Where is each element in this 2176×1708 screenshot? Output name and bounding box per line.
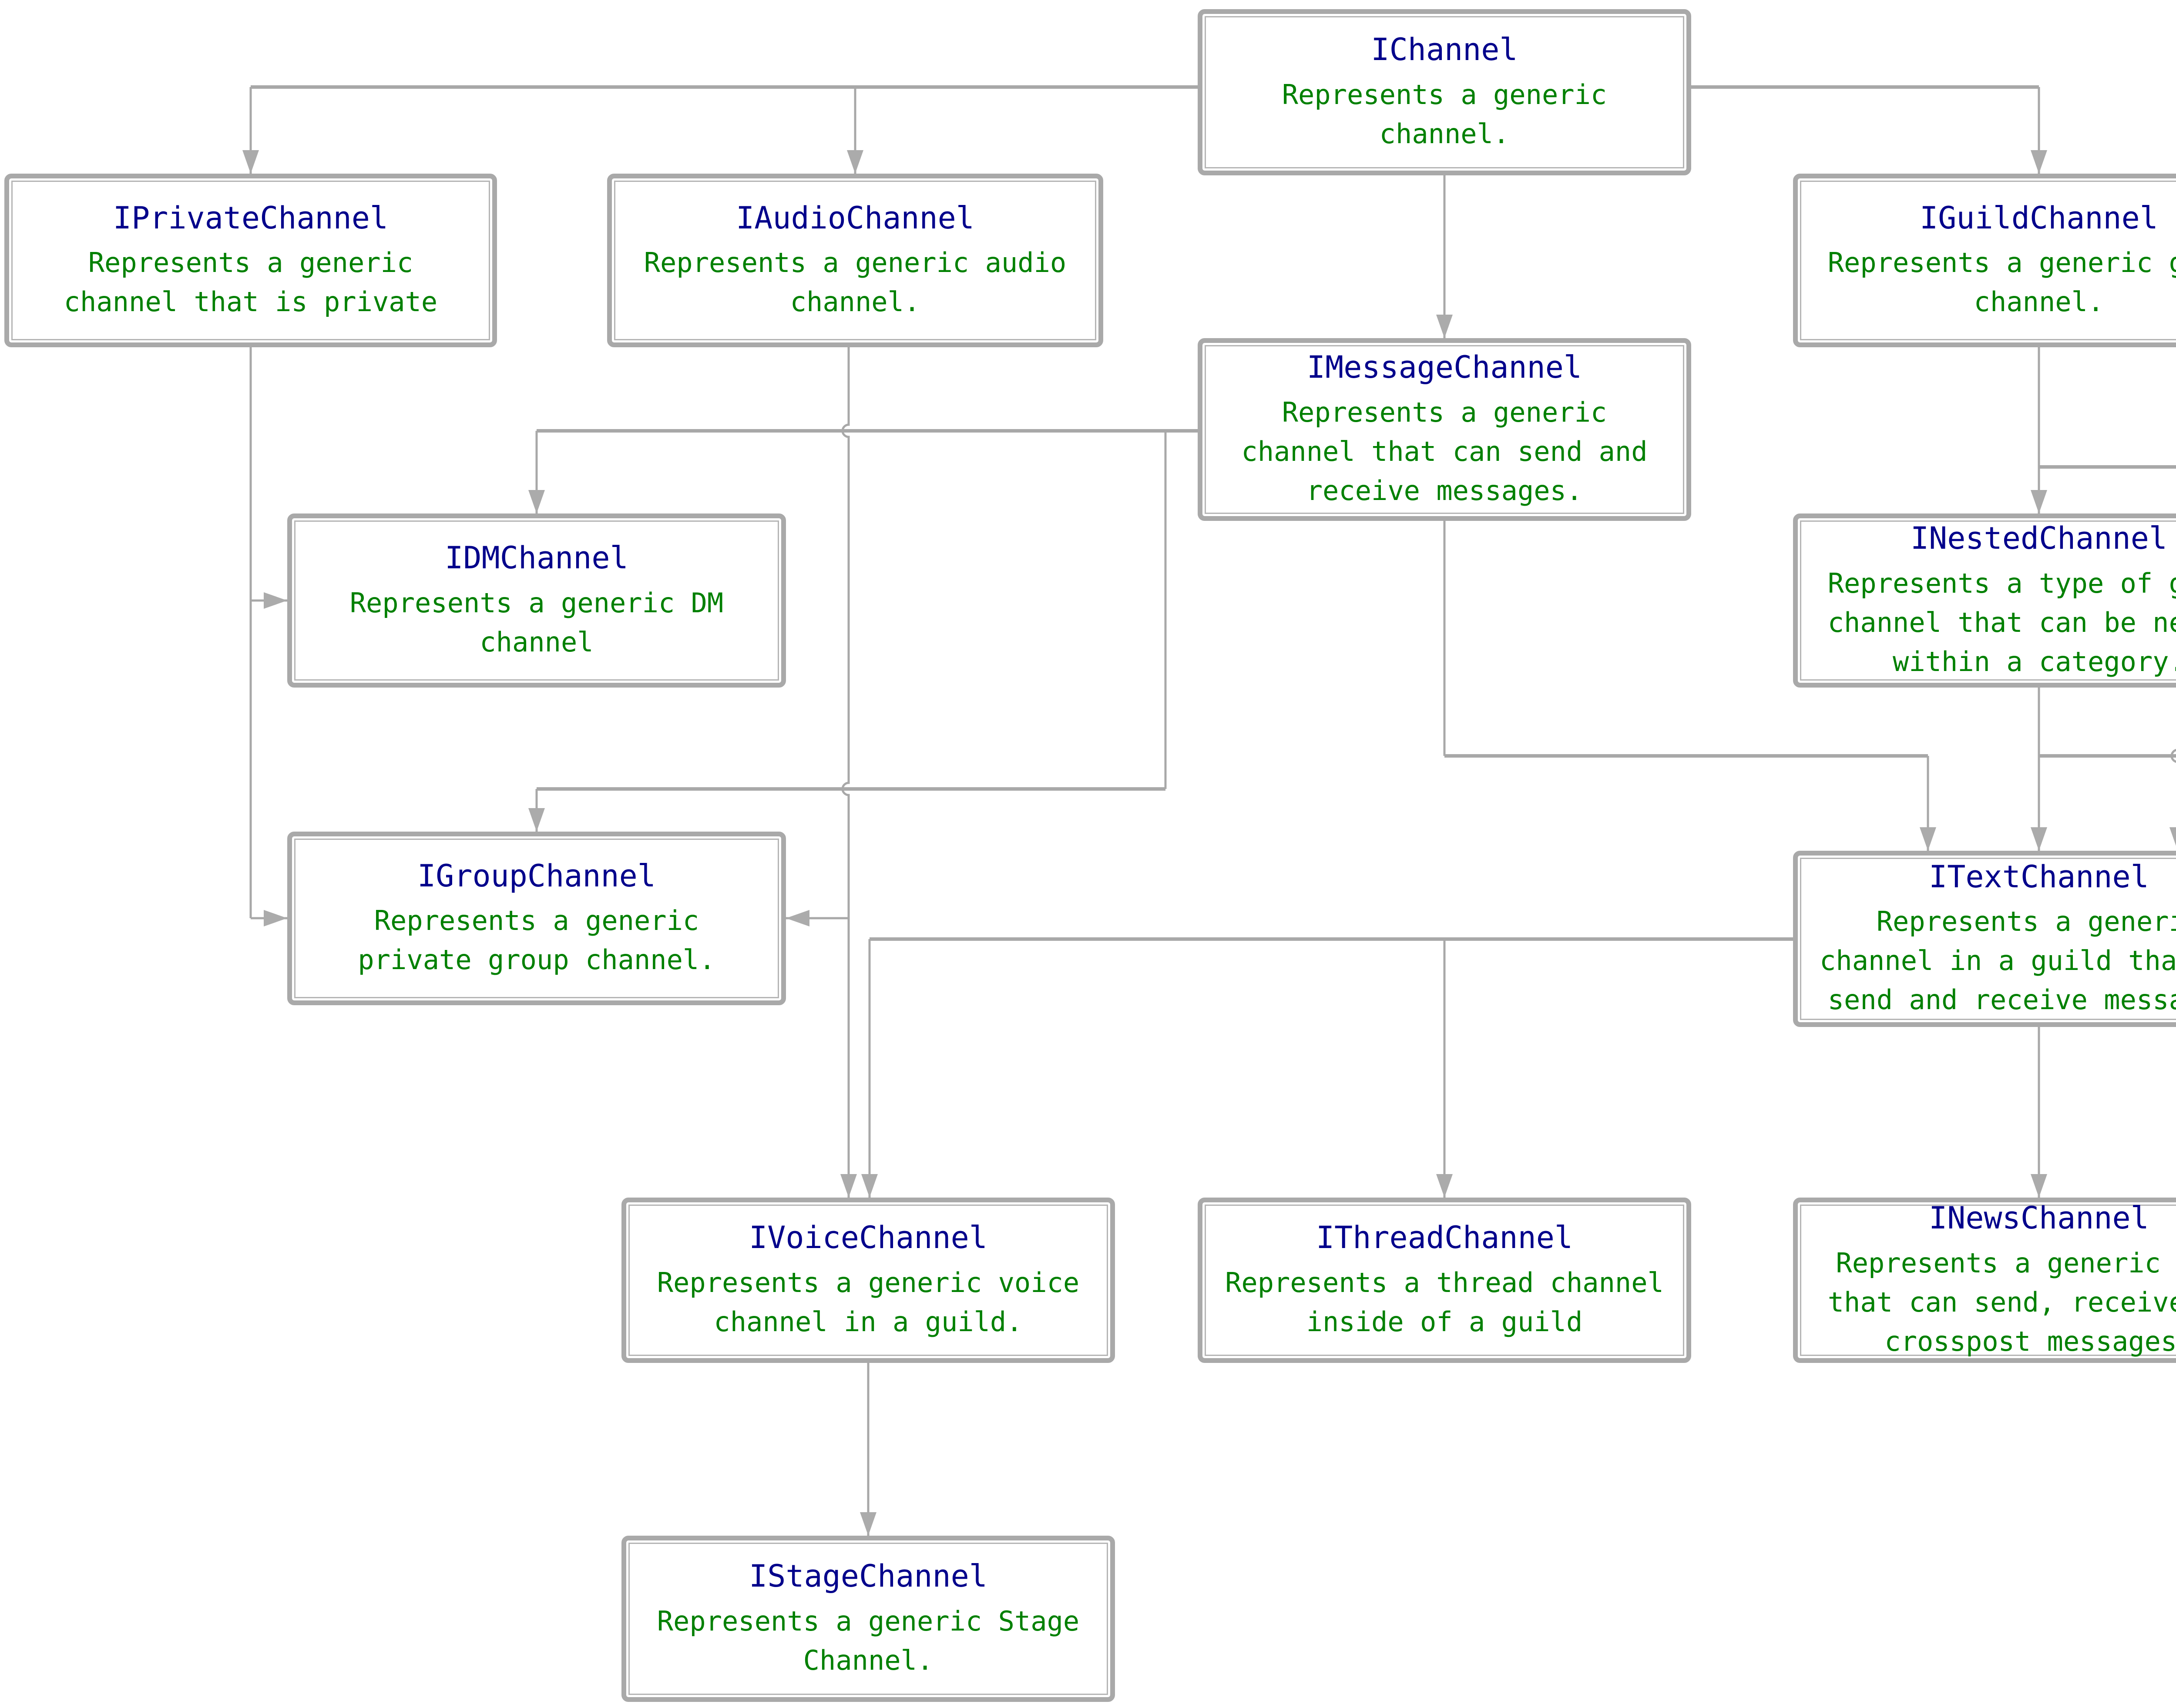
node-description: Represents a generic news that can send,…	[1827, 1247, 2176, 1357]
node-description: Represents a generic channel that can se…	[1241, 396, 1648, 507]
node-description: Represents a thread channel inside of a …	[1225, 1266, 1664, 1338]
node-description: Represents a generic voice channel in a …	[657, 1266, 1080, 1338]
node-title: IGroupChannel	[417, 858, 656, 894]
node-title: INewsChannel	[1929, 1200, 2149, 1236]
edge-IIntegrationChannel-to-ITextChannel	[2169, 749, 2176, 851]
node-title: IDMChannel	[445, 540, 628, 576]
node-title: IGuildChannel	[1920, 200, 2158, 236]
node-title: IThreadChannel	[1316, 1220, 1573, 1256]
node-title: IPrivateChannel	[113, 200, 389, 236]
node-title: ITextChannel	[1929, 859, 2149, 895]
node-title: IStageChannel	[749, 1558, 987, 1594]
node-title: IMessageChannel	[1306, 349, 1582, 386]
node-description: Represents a generic private group chann…	[358, 905, 715, 976]
node-description: Represents a generic Stage Channel.	[657, 1605, 1080, 1676]
edge-IAudioChannel-to-IVoiceChannel	[840, 347, 857, 1198]
node-description: Represents a generic channel.	[1282, 78, 1607, 150]
node-description: Represents a generic channel that is pri…	[64, 247, 438, 318]
node-title: IChannel	[1371, 32, 1518, 68]
node-title: IAudioChannel	[736, 200, 974, 236]
node-description: Represents a generic guild channel.	[1827, 247, 2176, 318]
node-description: Represents a generic audio channel.	[644, 247, 1067, 318]
node-description: Represents a generic channel in a guild …	[1820, 906, 2176, 1016]
node-description: Represents a type of guild channel that …	[1827, 567, 2176, 678]
node-description: Represents a generic DM channel	[349, 587, 724, 658]
node-title: IVoiceChannel	[749, 1220, 987, 1256]
node-title: INestedChannel	[1910, 520, 2167, 557]
